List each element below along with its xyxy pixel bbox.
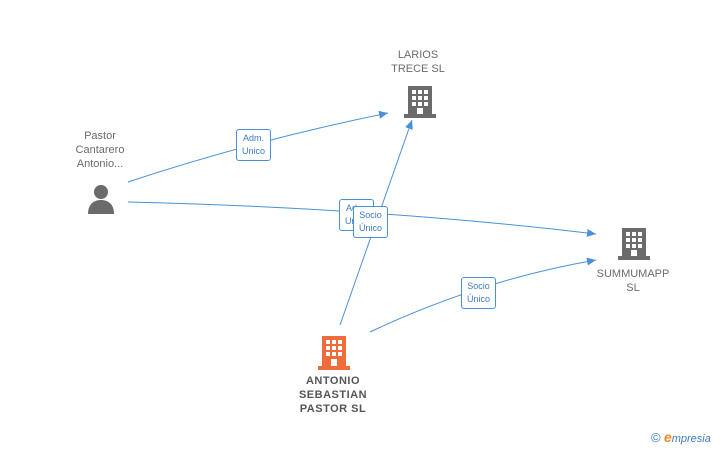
brand-logo-e: e: [663, 429, 672, 445]
node-label-pastor-line1: Pastor: [84, 130, 116, 142]
building-icon[interactable]: [404, 84, 436, 118]
edge-label-line2: Único: [467, 294, 491, 304]
node-label-larios-line1: LARIOS: [397, 49, 439, 61]
edge-label-pastor-larios[interactable]: Adm. Unico: [236, 129, 272, 161]
edge-label-line1: Socio: [359, 210, 382, 220]
node-label-summumapp[interactable]: SUMMUMAPP SL: [588, 267, 678, 295]
edge-label-line2: Unico: [242, 146, 266, 156]
edge-label-line1: Socio: [467, 281, 490, 291]
node-label-pastor[interactable]: Pastor Cantarero Antonio...: [60, 129, 140, 171]
node-label-antonio-line2: SEBASTIAN: [298, 389, 368, 401]
node-label-summumapp-line1: SUMMUMAPP: [596, 268, 670, 280]
copyright-symbol: ©: [651, 430, 661, 445]
node-label-antonio-line1: ANTONIO: [305, 375, 361, 387]
node-label-larios[interactable]: LARIOS TRECE SL: [378, 48, 458, 76]
node-label-summumapp-line2: SL: [626, 282, 640, 294]
edge-label-line2: Único: [359, 223, 383, 233]
edge-label-antonio-larios[interactable]: Socio Único: [353, 206, 389, 238]
node-label-pastor-line3: Antonio...: [76, 158, 124, 170]
node-label-antonio-line3: PASTOR SL: [299, 403, 367, 415]
footer-copyright: © empresia: [651, 429, 711, 445]
node-label-larios-line2: TRECE SL: [391, 63, 445, 75]
brand-logo-text: mpresia: [671, 433, 711, 445]
building-icon[interactable]: [618, 226, 650, 260]
edge-label-antonio-summumapp[interactable]: Socio Único: [461, 277, 497, 309]
node-label-pastor-line2: Cantarero: [75, 144, 125, 156]
node-label-antonio[interactable]: ANTONIO SEBASTIAN PASTOR SL: [283, 374, 383, 416]
building-icon[interactable]: [318, 334, 350, 370]
edge-label-line1: Adm.: [243, 133, 265, 143]
person-icon[interactable]: [86, 184, 116, 214]
